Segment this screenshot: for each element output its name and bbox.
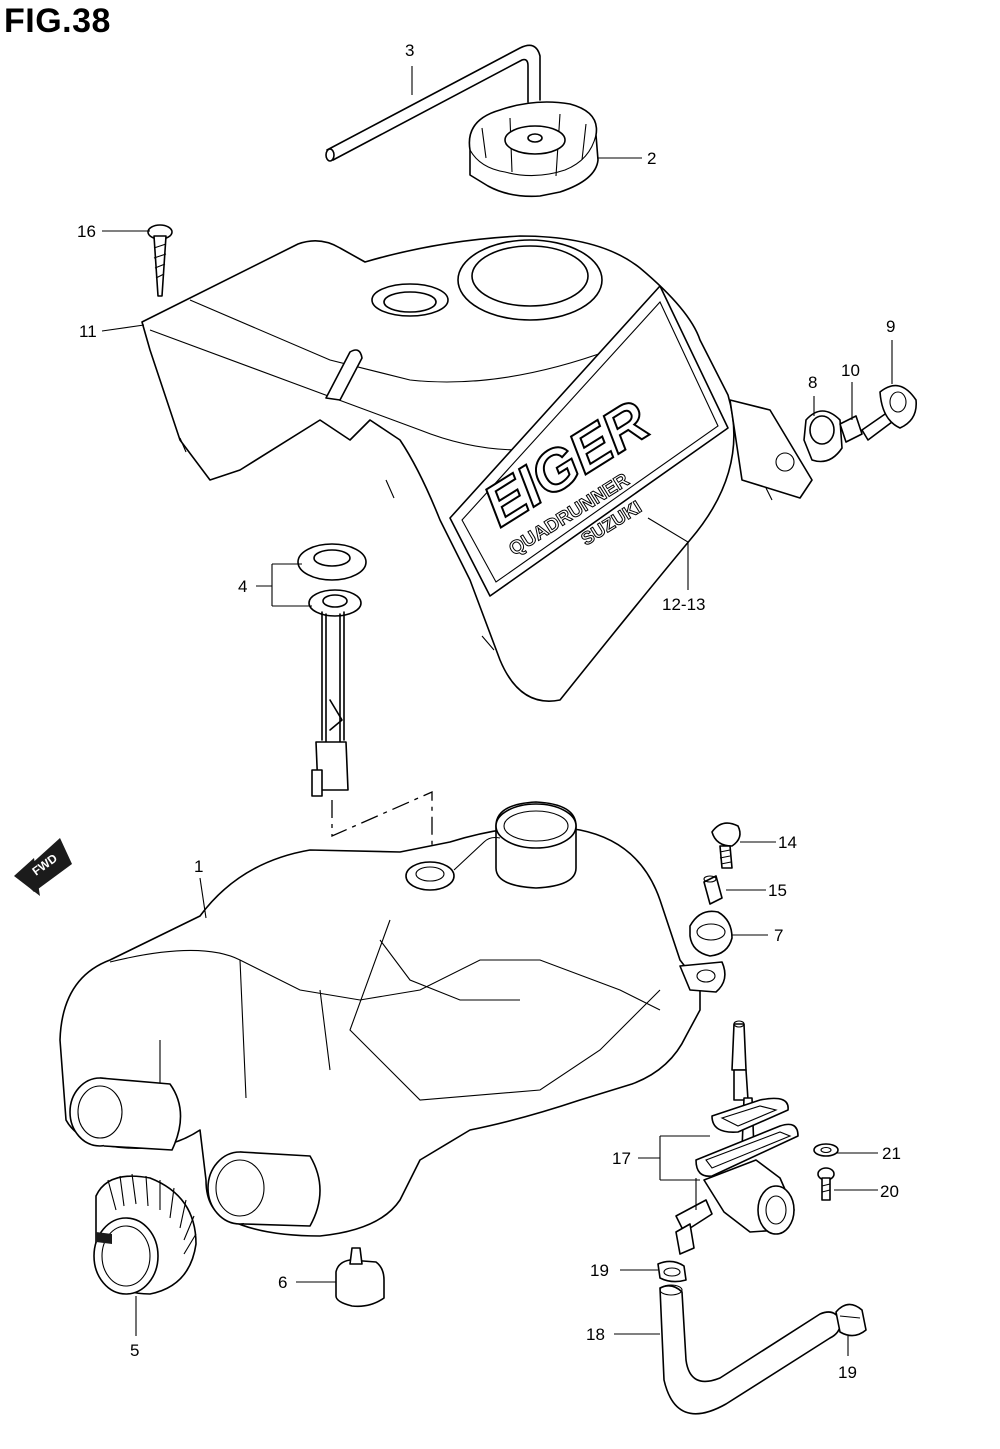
callout-15: 15 [768, 881, 787, 900]
cushion-part-7 [689, 910, 733, 957]
washer-part-21 [813, 1143, 839, 1157]
callout-10: 10 [841, 361, 860, 380]
callout-18: 18 [586, 1325, 605, 1344]
tank-cover-part: EIGER QUADRUNNER SUZUKI [141, 235, 813, 702]
tank-cushion-part-6 [335, 1247, 385, 1308]
callout-14: 14 [778, 833, 797, 852]
callout-2: 2 [647, 149, 656, 168]
bolt-part-14 [711, 822, 741, 869]
figure-title: FIG.38 [4, 2, 111, 40]
callout-4: 4 [238, 577, 247, 596]
screw-part-20 [817, 1167, 835, 1201]
callout-5: 5 [130, 1341, 139, 1360]
callout-11: 11 [79, 322, 97, 341]
callout-3: 3 [405, 41, 414, 60]
cushion-part-8 [803, 410, 843, 463]
callout-17: 17 [612, 1149, 631, 1168]
callout-20: 20 [880, 1182, 899, 1201]
callout-6: 6 [278, 1273, 287, 1292]
callout-16: 16 [77, 222, 96, 241]
breather-hose-part [325, 44, 541, 162]
callout-12-13: 12-13 [662, 595, 705, 614]
fuel-hose-part-18 [659, 1284, 842, 1415]
callout-8: 8 [808, 373, 817, 392]
fuel-cap-part [468, 101, 599, 198]
fuel-gauge-part [297, 543, 433, 880]
collar-part-10 [839, 415, 863, 443]
intake-boot-part [93, 1173, 197, 1295]
callout-19-left: 19 [590, 1261, 609, 1280]
callout-19-right: 19 [838, 1363, 857, 1382]
callout-1: 1 [194, 857, 203, 876]
collar-part-15 [703, 875, 723, 905]
fuel-valve-part [675, 1020, 799, 1255]
clip-part-19-right [835, 1303, 867, 1337]
fuel-tank-part [59, 801, 726, 1237]
clip-part-19-left [657, 1260, 687, 1283]
callout-21: 21 [882, 1144, 901, 1163]
bolt-part-9 [861, 384, 917, 441]
callout-7: 7 [774, 926, 783, 945]
screw-part-16 [147, 224, 173, 297]
forward-arrow-icon: FWD [14, 838, 72, 896]
callout-labels: 3 2 16 11 9 10 8 12-13 4 1 14 15 7 17 21… [77, 41, 901, 1382]
leader-lines [101, 66, 893, 1356]
callout-9: 9 [886, 317, 895, 336]
